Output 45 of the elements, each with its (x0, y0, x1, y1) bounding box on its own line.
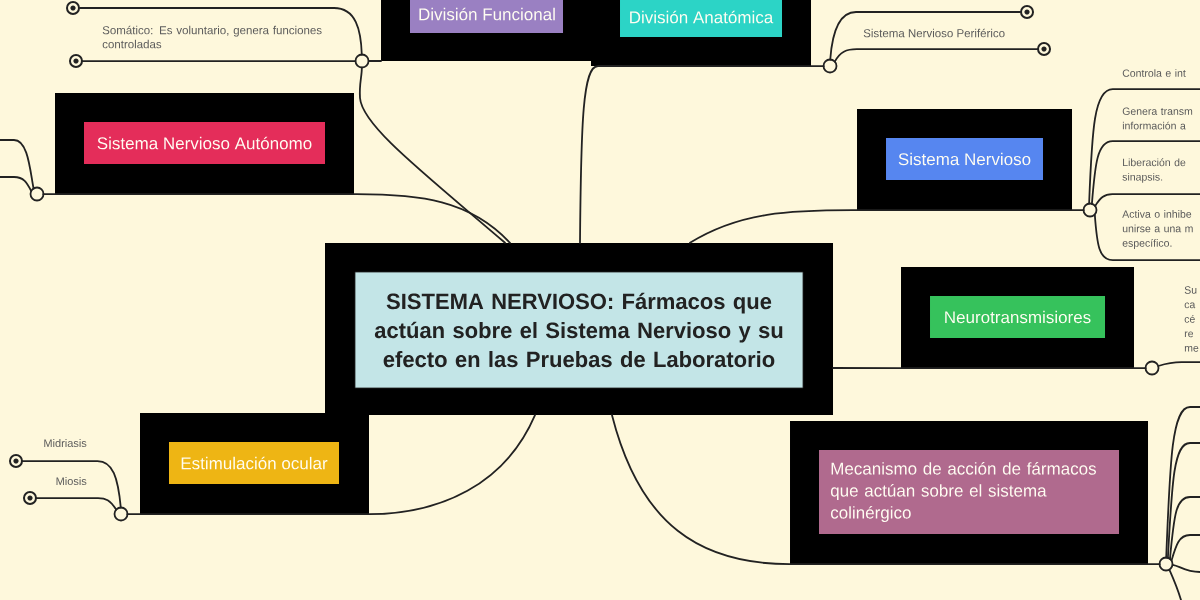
connector-line (1165, 406, 1200, 559)
central-topic-box: SISTEMA NERVIOSO: Fármacos que actúan sobre el Sistema Nervioso y su efecto en las Pruebas de Laboratorio (325, 243, 833, 415)
connector-line (79, 7, 363, 56)
connector-line (20, 460, 122, 509)
branch-label: Liberación de sinapsis. (1122, 158, 1186, 183)
connector-line (0, 139, 35, 190)
connector-line (126, 414, 536, 516)
connector-line (832, 367, 1147, 370)
connector-line (1091, 140, 1200, 205)
connector-line (829, 11, 1021, 61)
topic-box: Neurotransmisiores (901, 267, 1134, 368)
connector-line (689, 209, 1085, 244)
topic-box: División Anatómica (591, 0, 811, 66)
node-label: División Anatómica (630, 10, 774, 24)
connector-line (833, 48, 1040, 63)
topic-box: Sistema Nervioso Autónomo (55, 93, 354, 194)
topic-box: Mecanismo de acción de fármacos que actúan sobre el sistema colinérgico (790, 421, 1148, 564)
connector-line (1170, 534, 1200, 562)
branch-label: Sistema Nervioso Periférico (863, 28, 1005, 38)
topic-box: Sistema Nervioso (857, 109, 1072, 210)
topic-box: Estimulación ocular (140, 413, 369, 514)
branch-label: Somático: Es voluntario, genera funciones controladas (102, 25, 322, 49)
connector-line (358, 66, 506, 244)
connector-line (1167, 442, 1200, 559)
connector-line (1157, 361, 1200, 367)
connector-line (1093, 213, 1200, 262)
connector-line (1168, 568, 1182, 600)
connector-line (34, 497, 118, 511)
connector-line (0, 176, 33, 192)
connector-line (611, 414, 1161, 566)
topic-box: División Funcional (381, 0, 592, 61)
connector-line (42, 193, 511, 244)
connector-line (1169, 496, 1200, 560)
branch-label: Activa o inhibe unirse a una m específico. (1122, 210, 1193, 249)
branch-label: Miosis (56, 476, 87, 486)
branch-label: Su ca cé re me (1184, 286, 1199, 352)
branch-label: Genera transm información a (1122, 107, 1193, 130)
connector-line (579, 65, 825, 244)
connector-line (1171, 563, 1200, 573)
node-label: División Funcional (419, 7, 555, 21)
connector-line (1094, 193, 1200, 207)
connector-line (80, 60, 357, 63)
branch-label: Controla e int (1122, 69, 1186, 77)
branch-label: Midriasis (44, 438, 87, 448)
connector-line (1088, 88, 1200, 205)
